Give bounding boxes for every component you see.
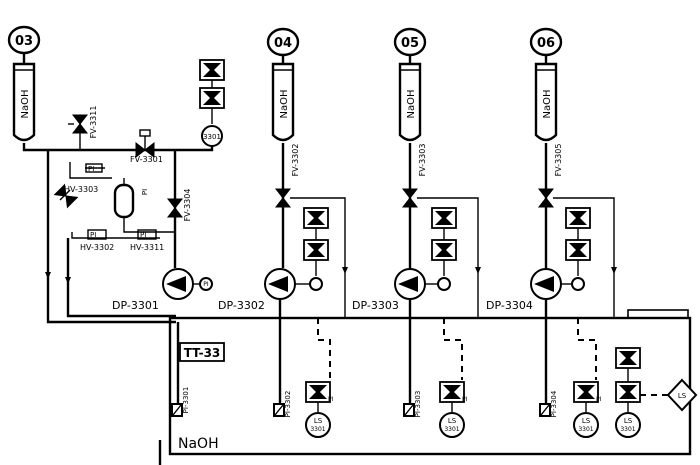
tank-instrument-4-label: PI-3304 [550, 390, 558, 417]
tank-instrument-1: PI-3301 [171, 387, 190, 417]
tank-instrument-4: PI-3304 [539, 390, 558, 417]
valve-fv3301[interactable]: FV-3301 [130, 129, 163, 164]
node-04: 04 [266, 27, 300, 57]
valve-fv3302-label: FV-3302 [291, 144, 300, 177]
valve-fv3305-label: FV-3305 [554, 144, 563, 177]
valve-hv3303-label: HV-3303 [64, 185, 98, 194]
tank-05: NaOH [398, 62, 422, 142]
inst-tag-2: PI [462, 396, 468, 403]
ls-4-number: 3301 [620, 426, 635, 433]
ls-2-label: LS [448, 417, 457, 425]
pump-dp3302-label: DP-3302 [218, 299, 265, 312]
tank-03: NaOH [12, 62, 36, 142]
diamond-interlock: LS [666, 378, 698, 412]
valve-fv3304[interactable]: FV-3304 [167, 189, 192, 222]
inst-tag-1: PI [328, 396, 334, 403]
pump-dp3301-label: DP-3301 [112, 299, 159, 312]
node-06-label: 06 [537, 36, 555, 51]
valve-fv3304-label: FV-3304 [183, 189, 192, 222]
tank-06: NaOH [534, 62, 558, 142]
ls-2-number: 3301 [444, 426, 459, 433]
main-tank-content: NaOH [178, 436, 219, 452]
pump-dp3303-label: DP-3303 [352, 299, 399, 312]
ls-3-number: 3301 [578, 426, 593, 433]
tag-pi-2: PI [141, 189, 149, 195]
valve-fv3311[interactable]: FV-3311 [68, 106, 98, 150]
tank-instrument-2-label: PI-3302 [284, 391, 292, 418]
node-03: 03 [7, 25, 41, 55]
pump-dp3301-tag: PI [203, 281, 209, 288]
ls-4-label: LS [624, 417, 633, 425]
tag-pi-1: PI [88, 165, 94, 173]
ls-3-label: LS [582, 417, 591, 425]
tank-06-label: NaOH [542, 90, 553, 119]
pump-dp3301[interactable]: PI DP-3301 [112, 268, 213, 312]
node-05: 05 [393, 27, 427, 57]
instrument-e3301: 3301 [201, 125, 223, 147]
valve-hv3311-label: HV-3311 [130, 243, 164, 252]
pump-dp3304-label: DP-3304 [486, 299, 533, 312]
tank-05-label: NaOH [406, 90, 417, 119]
tank-instrument-2: PI-3302 [273, 391, 292, 418]
main-tank-label: TT-33 [184, 346, 221, 360]
inst-tag-3: PI [596, 396, 602, 403]
main-tank-tt33: TT-33 NaOH [168, 309, 692, 456]
pump-dp3303[interactable]: DP-3303 [352, 268, 451, 312]
tank-instrument-3: PI-3303 [403, 391, 422, 418]
node-04-label: 04 [274, 36, 292, 51]
node-03-label: 03 [15, 34, 33, 49]
tag-pi-3: PI [90, 231, 96, 239]
ls-1-number: 3301 [310, 426, 325, 433]
tank-instrument-1-label: PI-3301 [182, 387, 190, 414]
valve-fv3303-label: FV-3303 [418, 144, 427, 177]
tank-instrument-3-label: PI-3303 [414, 391, 422, 418]
valve-fv3302[interactable]: FV-3302 [275, 144, 300, 208]
pump-dp3304[interactable]: DP-3304 [486, 268, 585, 312]
tank-03-label: NaOH [20, 90, 31, 119]
ls-5-label: LS [678, 392, 687, 400]
valve-fv3305[interactable]: FV-3305 [538, 144, 563, 208]
node-05-label: 05 [401, 36, 419, 51]
valve-fv3311-label: FV-3311 [89, 106, 98, 139]
pump-dp3302[interactable]: DP-3302 [218, 268, 323, 312]
valve-fv3301-label: FV-3301 [130, 155, 163, 164]
valve-hv3302-label: HV-3302 [80, 243, 114, 252]
vessel-small [113, 183, 135, 219]
valve-fv3303[interactable]: FV-3303 [402, 144, 427, 208]
instrument-e3301-label: 3301 [203, 133, 221, 141]
tank-04: NaOH [271, 62, 295, 142]
tag-pi-4: PI [140, 231, 146, 239]
tank-04-label: NaOH [279, 90, 290, 119]
node-06: 06 [529, 27, 563, 57]
ls-1-label: LS [314, 417, 323, 425]
